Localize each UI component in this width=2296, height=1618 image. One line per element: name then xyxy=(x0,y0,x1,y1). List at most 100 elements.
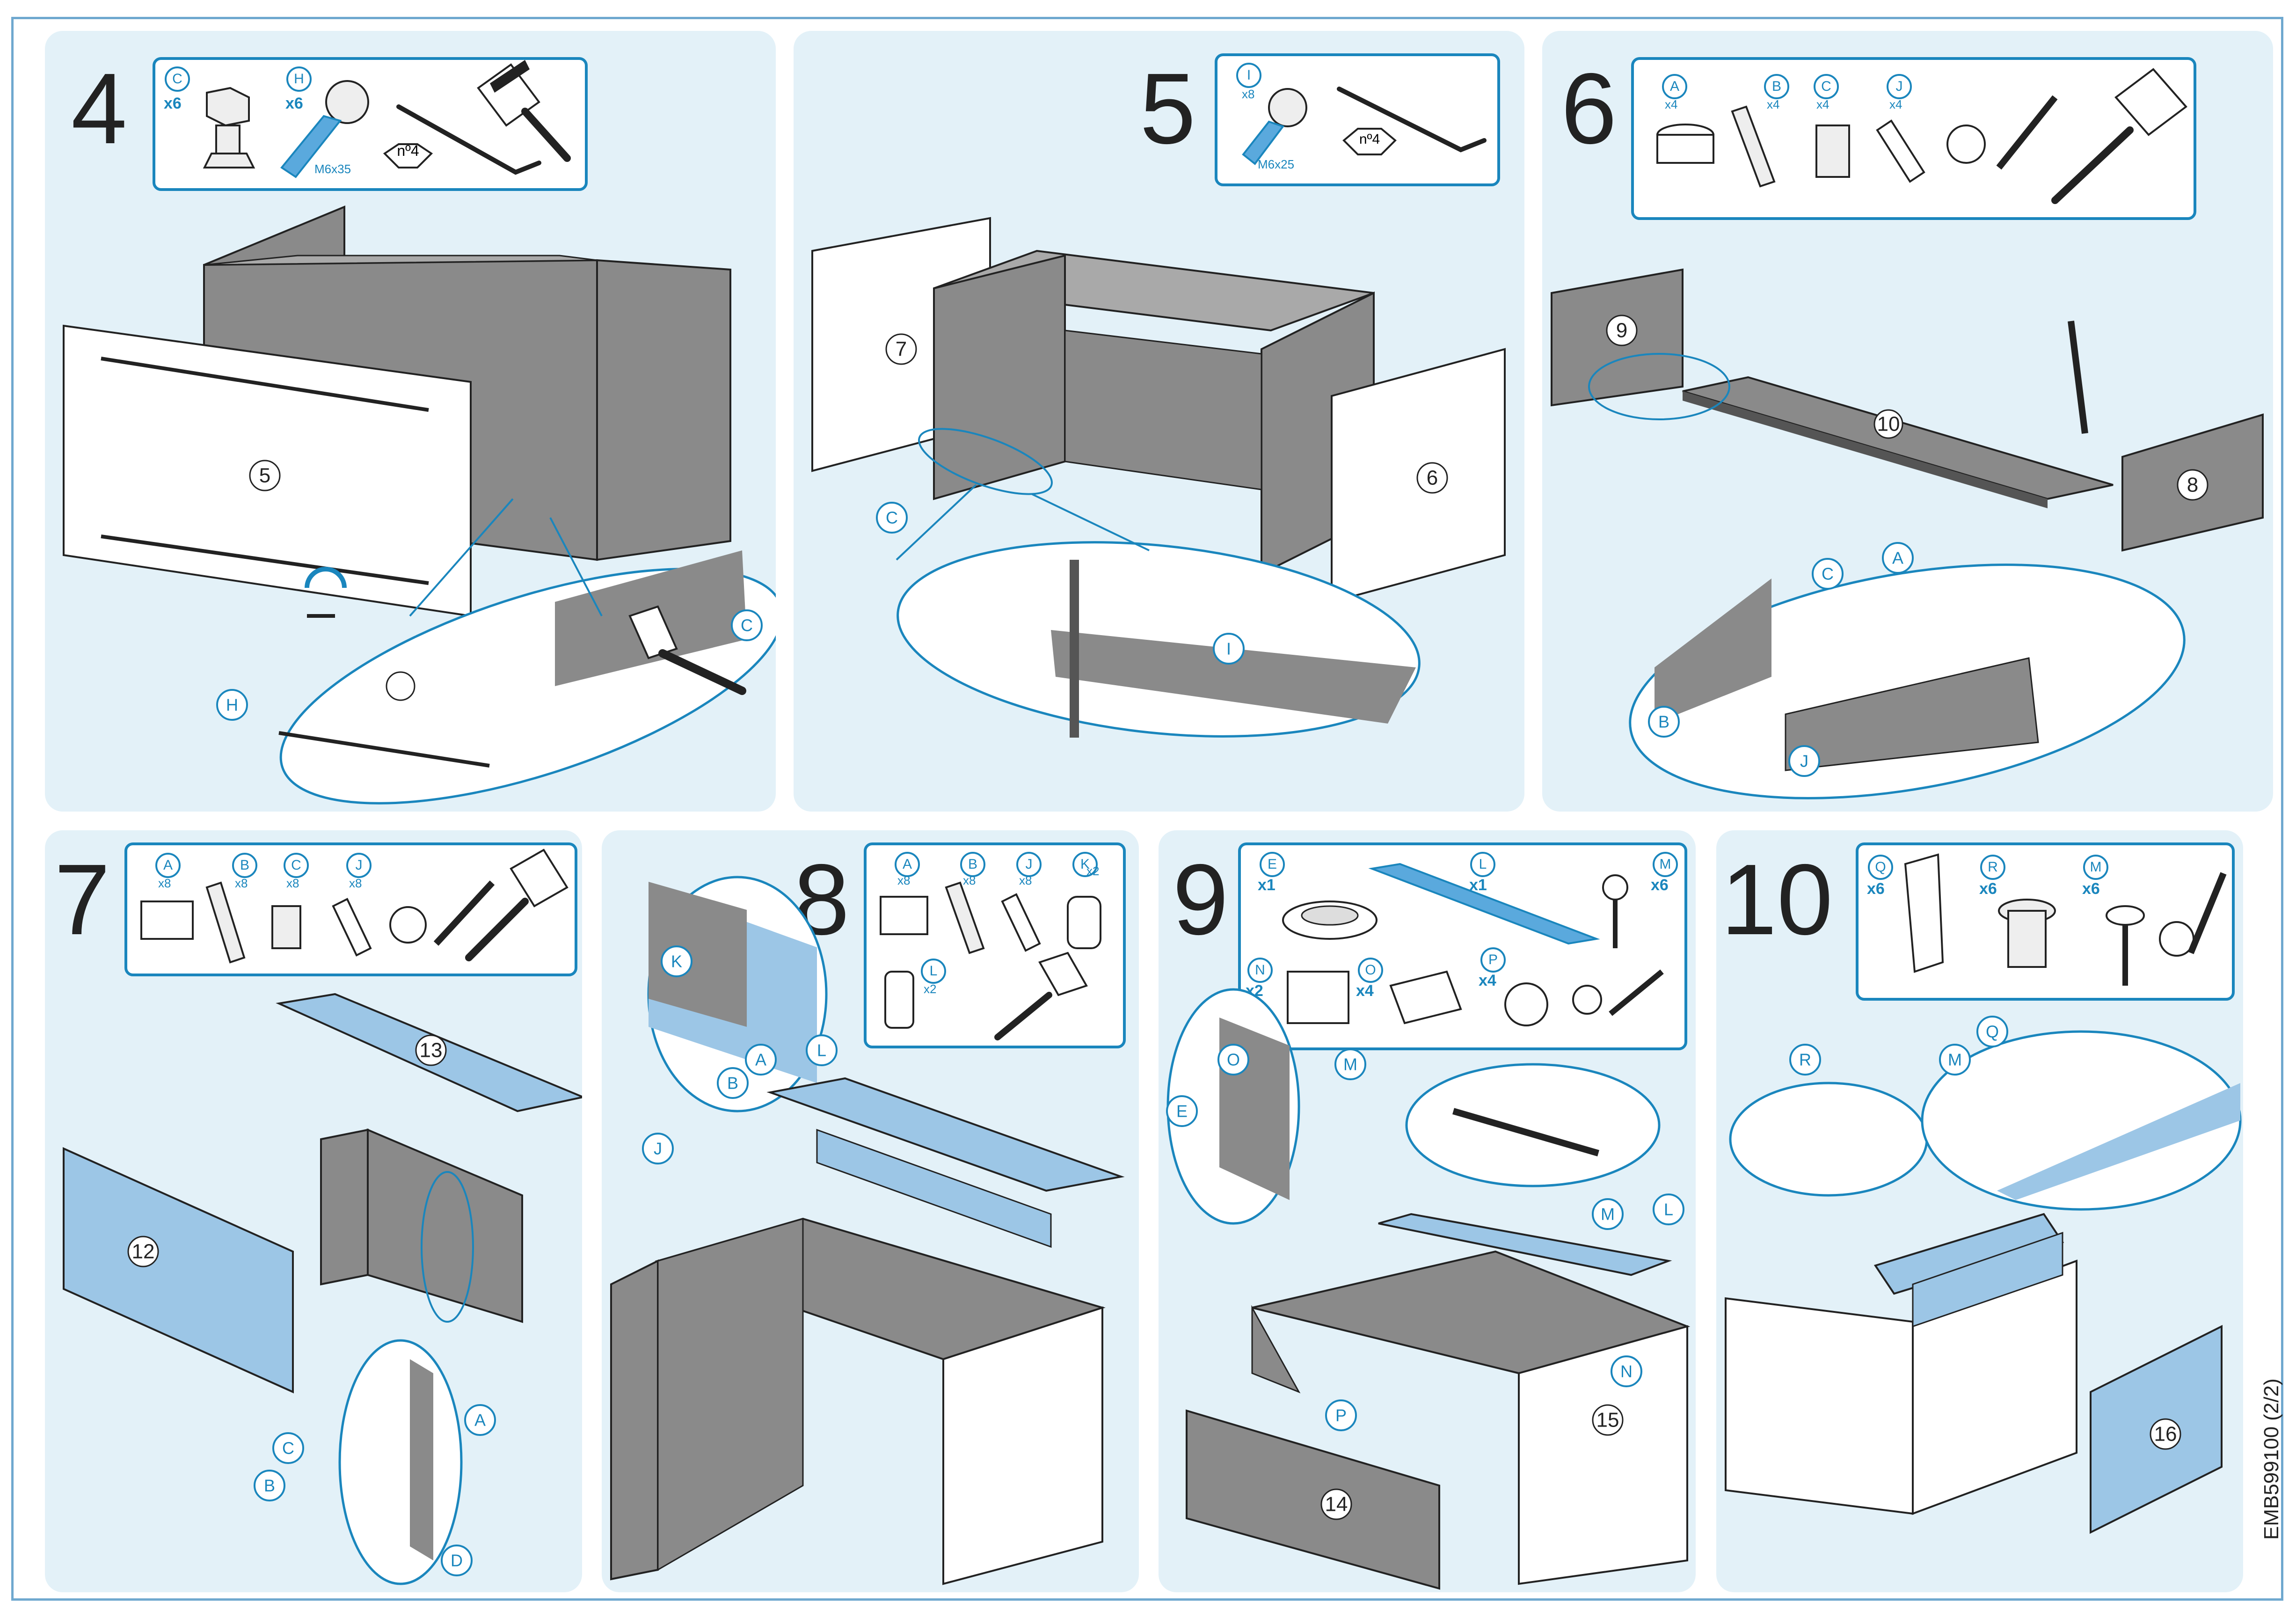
callout-a: A xyxy=(464,1404,496,1436)
step-number: 9 xyxy=(1173,843,1229,956)
document-code: EMB599100 (2/2) xyxy=(2260,1378,2283,1540)
step-8-panel: 8 A x8 B x8 J x8 K x2 L x2 K A L B xyxy=(602,830,1139,1592)
part-letter: J xyxy=(1016,852,1042,877)
desk-body xyxy=(610,1217,1106,1585)
part-letter: J xyxy=(346,853,372,878)
part-letter: R xyxy=(1980,855,2005,880)
detail-ellipse xyxy=(897,541,1421,738)
cam-bolt-icon xyxy=(945,881,985,954)
cam-bolt-icon xyxy=(205,881,246,964)
step-7-drawing: 13 12 A C B D xyxy=(63,993,582,1585)
part-qty: x4 xyxy=(1889,97,1902,111)
callout-h: H xyxy=(216,689,248,721)
cam-bolt-icon xyxy=(1731,105,1776,188)
part-qty: x8 xyxy=(963,873,976,887)
svg-text:A: A xyxy=(474,1411,486,1430)
callout-j: J xyxy=(642,1133,674,1164)
svg-text:C: C xyxy=(1822,564,1834,584)
callout-l: L xyxy=(1653,1193,1684,1225)
part-letter: P xyxy=(1480,947,1506,973)
callout-r: R xyxy=(1789,1044,1821,1076)
board-number: 8 xyxy=(2187,474,2198,497)
panel-13: 13 xyxy=(276,993,582,1113)
callout-d: D xyxy=(441,1545,473,1576)
callout-m: M xyxy=(1939,1044,1971,1076)
hex-key-size-icon xyxy=(1342,128,1397,155)
board-number: 14 xyxy=(1325,1493,1348,1516)
parts-drawing xyxy=(1656,68,2187,204)
part-qty: x8 xyxy=(1242,87,1255,101)
svg-text:M: M xyxy=(1601,1205,1615,1224)
callout-p: P xyxy=(1325,1399,1357,1431)
svg-text:B: B xyxy=(264,1476,275,1495)
detail-ellipse xyxy=(338,1339,463,1585)
svg-text:B: B xyxy=(727,1074,738,1093)
part-letter: A xyxy=(155,853,181,878)
parts-drawing xyxy=(880,881,1101,1040)
svg-text:M: M xyxy=(1948,1050,1962,1069)
step-number: 6 xyxy=(1561,52,1617,165)
part-letter: K xyxy=(1072,852,1098,877)
parts-box: A x4 B x4 C x4 J x4 xyxy=(1631,57,2196,220)
part-letter: C xyxy=(1814,74,1839,99)
svg-text:R: R xyxy=(1799,1050,1811,1069)
board-number: 13 xyxy=(420,1039,443,1062)
callout-b: B xyxy=(254,1470,285,1501)
part-qty: x4 xyxy=(1665,97,1678,111)
cam-lock-icon xyxy=(140,901,194,940)
part-letter: C xyxy=(165,66,190,92)
callout-k: K xyxy=(661,945,692,977)
screw-size: M6x25 xyxy=(1258,157,1295,171)
mallet-icon xyxy=(2051,68,2187,204)
detail-ellipse-q xyxy=(1921,1030,2242,1211)
part-letter: B xyxy=(1764,74,1789,99)
step-9-panel: 9 E x1 L x1 M x6 N x2 O x4 P x4 xyxy=(1159,830,1696,1592)
board-number: 15 xyxy=(1596,1409,1619,1432)
callout-a: A xyxy=(1882,542,1914,574)
insert-icon xyxy=(1815,124,1850,178)
part-qty: x8 xyxy=(286,876,299,890)
svg-text:Q: Q xyxy=(1986,1022,1999,1041)
dowel-icon xyxy=(1876,119,1925,183)
part-letter: N xyxy=(1247,958,1273,983)
svg-text:I: I xyxy=(1226,639,1231,659)
parts-drawing: nº4 xyxy=(1242,87,1487,165)
plug-icon xyxy=(884,971,914,1029)
detail-ellipse xyxy=(1629,564,2186,799)
part-qty: x2 xyxy=(924,982,937,996)
panel-12: 12 xyxy=(63,1147,294,1394)
cam-lock-icon xyxy=(1656,124,1714,164)
callout-j: J xyxy=(1788,745,1820,777)
hutch xyxy=(766,1077,1125,1248)
allen-key-icon xyxy=(1337,87,1487,153)
part-letter: E xyxy=(1260,852,1285,877)
svg-text:M: M xyxy=(1343,1055,1357,1074)
detail-ellipse xyxy=(278,550,776,805)
step-8-drawing: K A L B J xyxy=(610,876,1125,1585)
callout-l: L xyxy=(806,1034,838,1066)
parts-drawing xyxy=(1904,853,2227,986)
step-10-panel: 10 Q x6 R x6 M x6 16 R M Q xyxy=(1716,830,2243,1592)
step-7-panel: 7 A x8 B x8 C x8 J x8 13 12 A C B D xyxy=(45,830,582,1592)
drawer-runner-icon xyxy=(1287,971,1349,1024)
svg-text:L: L xyxy=(1664,1200,1673,1219)
screw-size: M6x35 xyxy=(314,162,351,176)
callout-b: B xyxy=(1648,706,1680,738)
callout-i: I xyxy=(1213,633,1245,665)
clip-icon xyxy=(1389,970,1462,1025)
board-number: 7 xyxy=(896,338,907,361)
step-6-drawing: 9 10 8 C A B J xyxy=(1551,268,2264,799)
callout-n: N xyxy=(1611,1355,1642,1387)
part-letter: H xyxy=(286,66,312,92)
step-9-drawing: 14 15 O M E M L N P xyxy=(1166,988,1691,1590)
callout-m2: M xyxy=(1592,1198,1624,1230)
frame xyxy=(320,1128,523,1323)
part-qty: x8 xyxy=(897,873,911,887)
part-qty: x4 xyxy=(1816,97,1830,111)
part-letter: M xyxy=(1653,852,1678,877)
callout-b: B xyxy=(717,1067,749,1099)
step-number: 5 xyxy=(1140,52,1196,165)
part-qty: x4 xyxy=(1356,982,1374,1000)
svg-text:A: A xyxy=(755,1050,766,1069)
allen-key-icon xyxy=(396,104,541,175)
